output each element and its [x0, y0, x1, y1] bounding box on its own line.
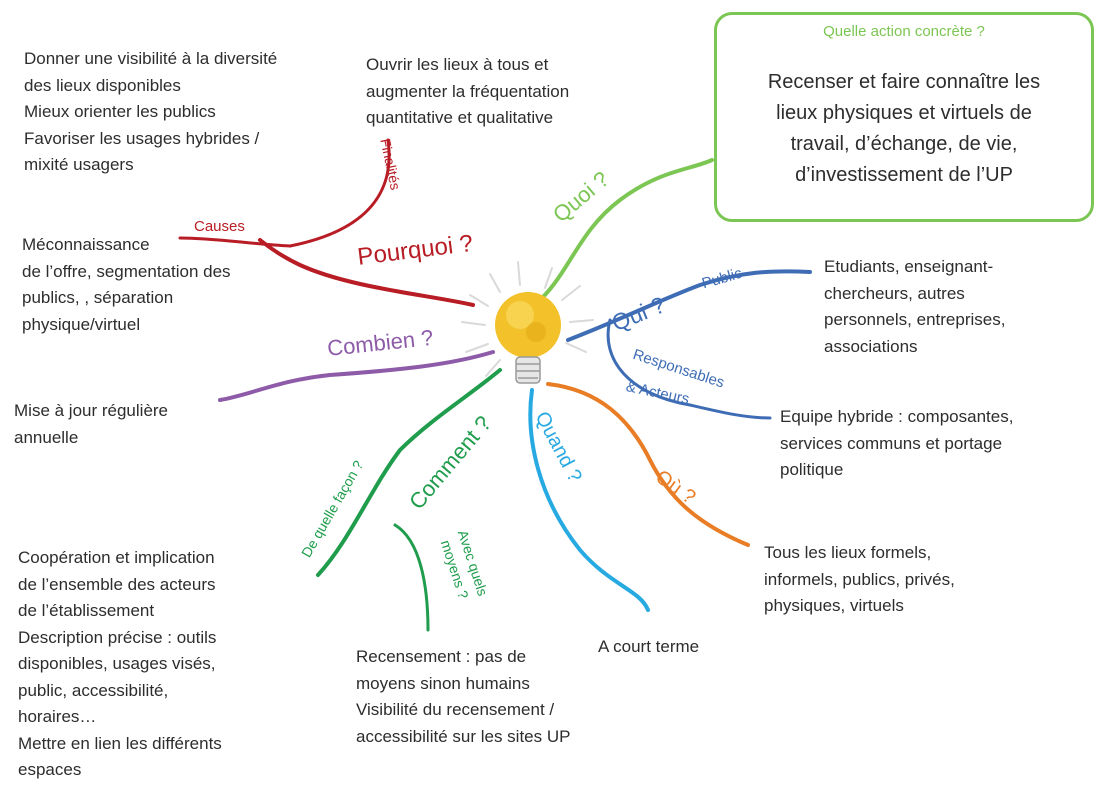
- text-line: de l’ensemble des acteurs: [18, 574, 216, 594]
- quoi-box-line: d’investissement de l’UP: [795, 164, 1013, 186]
- text-line: informels, publics, privés,: [764, 569, 955, 589]
- branch-ou: [546, 382, 750, 547]
- branch-quand: [528, 388, 650, 612]
- text-line: augmenter la fréquentation: [366, 81, 570, 101]
- text-line: des lieux disponibles: [24, 75, 181, 95]
- text-line: mixité usagers: [24, 155, 134, 174]
- facon-text: Coopération et implication de l’ensemble…: [18, 545, 222, 784]
- text-line: Mieux orienter les publics: [24, 102, 216, 121]
- branch-causes: [178, 236, 292, 248]
- label-causes: Causes: [194, 218, 245, 235]
- ou-text: Tous les lieux formels, informels, publi…: [764, 540, 955, 620]
- lightbulb-icon: [495, 292, 561, 384]
- quoi-action-box: Quelle action concrète ? Recenser et fai…: [714, 12, 1094, 222]
- bulb-rays: [461, 261, 594, 377]
- text-line: physique/virtuel: [22, 314, 141, 334]
- branch-qui: [566, 269, 812, 342]
- quoi-box-line: Recenser et faire connaître les: [767, 71, 1041, 93]
- text-line: Favoriser les usages hybrides /: [24, 128, 260, 148]
- text-line: Equipe hybride : composantes,: [780, 407, 1014, 426]
- text-line: politique: [780, 460, 844, 479]
- text-line: Mettre en lien les différents: [18, 733, 222, 753]
- text-line: de l’offre, segmentation des: [22, 261, 231, 281]
- text-line: Etudiants, enseignant-: [824, 257, 994, 276]
- text-line: disponibles, usages visés,: [18, 654, 216, 673]
- text-line: physiques, virtuels: [764, 596, 904, 615]
- text-line: quantitative et qualitative: [366, 108, 554, 127]
- text-line: moyens sinon humains: [356, 673, 530, 693]
- branch-combien: [218, 350, 495, 402]
- text-line: Visibilité du recensement /: [356, 700, 555, 719]
- text-line: Méconnaissance: [22, 235, 150, 254]
- text-line: Description précise : outils: [18, 627, 217, 647]
- text-line: personnels, entreprises,: [824, 310, 1006, 329]
- responsables-text: Equipe hybride : composantes, services c…: [780, 404, 1013, 484]
- branch-quoi: [540, 158, 714, 300]
- text-line: services communs et portage: [780, 433, 1003, 453]
- text-line: A court terme: [598, 637, 700, 656]
- text-line: Donner une visibilité à la diversité: [24, 49, 278, 68]
- moyens-text: Recensement : pas de moyens sinon humain…: [356, 644, 570, 750]
- branch-responsables: [606, 318, 772, 420]
- text-line: Tous les lieux formels,: [764, 543, 932, 562]
- text-line: public, accessibilité,: [18, 680, 169, 700]
- text-line: associations: [824, 336, 918, 356]
- quoi-box-line: travail, d’échange, de vie,: [790, 133, 1018, 155]
- text-line: accessibilité sur les sites UP: [356, 726, 571, 746]
- text-line: Ouvrir les lieux à tous et: [366, 55, 549, 74]
- quand-text: A court terme: [598, 634, 699, 661]
- text-line: chercheurs, autres: [824, 283, 965, 303]
- text-line: Recensement : pas de: [356, 647, 527, 666]
- quoi-box-line: lieux physiques et virtuels de: [776, 102, 1032, 124]
- text-line: Mise à jour régulière: [14, 401, 169, 420]
- finalites-text-b: Ouvrir les lieux à tous et augmenter la …: [366, 52, 569, 132]
- quoi-box-body: Recenser et faire connaître les lieux ph…: [729, 67, 1079, 191]
- branch-moyens: [393, 523, 430, 632]
- text-line: de l’établissement: [18, 601, 155, 620]
- branch-finalites: [288, 138, 391, 248]
- text-line: annuelle: [14, 427, 79, 447]
- finalites-text-a: Donner une visibilité à la diversité des…: [24, 46, 277, 179]
- combien-text: Mise à jour régulière annuelle: [14, 398, 168, 451]
- branch-comment: [316, 368, 502, 577]
- causes-text: Méconnaissance de l’offre, segmentation …: [22, 232, 231, 338]
- text-line: Coopération et implication: [18, 548, 215, 567]
- public-text: Etudiants, enseignant- chercheurs, autre…: [824, 254, 1005, 360]
- text-line: publics, , séparation: [22, 288, 174, 307]
- branch-pourquoi: [258, 238, 475, 307]
- quoi-box-title: Quelle action concrète ?: [823, 23, 985, 40]
- text-line: espaces: [18, 760, 82, 779]
- text-line: horaires…: [18, 707, 97, 726]
